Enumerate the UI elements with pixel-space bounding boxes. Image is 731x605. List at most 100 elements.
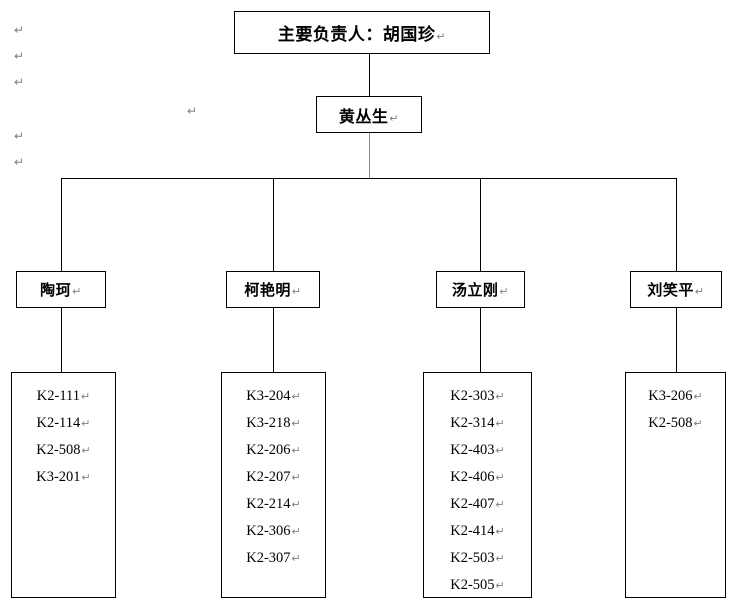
code-list-item-label: K2-505 xyxy=(450,577,495,593)
code-list-item-label: K2-508 xyxy=(648,415,693,431)
connector-manager-3-to-list-3 xyxy=(676,308,677,372)
connector-bus-to-manager-3 xyxy=(676,178,677,271)
connector-manager-1-to-list-1 xyxy=(273,308,274,372)
node-manager-3[interactable]: 刘笑平↵ xyxy=(630,271,722,308)
node-root[interactable]: 主要负责人：胡国珍↵ xyxy=(234,11,490,54)
code-list-item: K2-307↵ xyxy=(222,545,325,572)
return-mark-icon: ↵ xyxy=(81,445,91,457)
return-mark-icon: ↵ xyxy=(495,553,505,565)
node-manager-2-label: 汤立刚↵ xyxy=(451,283,510,299)
code-list-item: K2-403↵ xyxy=(424,437,531,464)
code-list-2[interactable]: K2-303↵K2-314↵K2-403↵K2-406↵K2-407↵K2-41… xyxy=(423,372,532,598)
code-list-item: K2-303↵ xyxy=(424,383,531,410)
node-deputy[interactable]: 黄丛生↵ xyxy=(316,96,422,133)
return-mark-icon: ↵ xyxy=(693,418,703,430)
return-mark-icon: ↵ xyxy=(495,445,505,457)
code-list-item: K2-207↵ xyxy=(222,464,325,491)
return-mark-icon: ↵ xyxy=(14,129,25,143)
code-list-item-label: K2-414 xyxy=(450,523,495,539)
return-mark-icon: ↵ xyxy=(436,31,447,43)
code-list-item-label: K2-407 xyxy=(450,496,495,512)
return-mark-icon: ↵ xyxy=(291,286,302,298)
return-mark-icon: ↵ xyxy=(495,580,505,592)
code-list-item-label: K2-306 xyxy=(246,523,291,539)
code-list-item: K3-204↵ xyxy=(222,383,325,410)
return-mark-icon: ↵ xyxy=(291,499,301,511)
code-list-item-label: K2-206 xyxy=(246,442,291,458)
code-list-item-label: K2-114 xyxy=(36,415,81,431)
code-list-item-label: K3-201 xyxy=(36,469,81,485)
connector-bus-to-manager-0 xyxy=(61,178,62,271)
return-mark-icon: ↵ xyxy=(81,418,91,430)
code-list-item: K2-414↵ xyxy=(424,518,531,545)
return-mark-icon: ↵ xyxy=(495,418,505,430)
node-manager-3-label: 刘笑平↵ xyxy=(647,283,705,299)
return-mark-icon: ↵ xyxy=(495,526,505,538)
return-mark-icon: ↵ xyxy=(291,472,301,484)
code-list-item: K2-306↵ xyxy=(222,518,325,545)
return-mark-icon: ↵ xyxy=(389,112,400,125)
return-mark-icon: ↵ xyxy=(14,49,25,63)
return-mark-icon: ↵ xyxy=(81,472,91,484)
code-list-item-label: K3-218 xyxy=(246,415,291,431)
return-mark-icon: ↵ xyxy=(495,499,505,511)
code-list-item-label: K3-206 xyxy=(648,388,693,404)
return-mark-icon: ↵ xyxy=(495,472,505,484)
code-list-item-label: K2-207 xyxy=(246,469,291,485)
code-list-item-label: K2-111 xyxy=(36,388,80,404)
connector-bus-to-manager-2 xyxy=(480,178,481,271)
node-root-label: 主要负责人：胡国珍↵ xyxy=(277,25,447,44)
return-mark-icon: ↵ xyxy=(72,286,82,298)
connector-horizontal-bus xyxy=(61,178,677,179)
node-manager-2[interactable]: 汤立刚↵ xyxy=(436,271,525,308)
code-list-item: K2-508↵ xyxy=(12,437,115,464)
code-list-item: K2-503↵ xyxy=(424,545,531,572)
code-list-item-label: K2-307 xyxy=(246,550,291,566)
connector-bus-to-manager-1 xyxy=(273,178,274,271)
return-mark-icon: ↵ xyxy=(694,286,705,298)
return-mark-icon: ↵ xyxy=(14,155,25,169)
code-list-0[interactable]: K2-111↵K2-114↵K2-508↵K3-201↵ xyxy=(11,372,116,598)
code-list-item: K3-206↵ xyxy=(626,383,725,410)
code-list-item: K2-407↵ xyxy=(424,491,531,518)
node-manager-0[interactable]: 陶珂↵ xyxy=(16,271,106,308)
code-list-item: K2-111↵ xyxy=(12,383,115,410)
code-list-3[interactable]: K3-206↵K2-508↵ xyxy=(625,372,726,598)
code-list-item-label: K2-303 xyxy=(450,388,495,404)
connector-deputy-to-bus xyxy=(369,133,370,178)
connector-manager-2-to-list-2 xyxy=(480,308,481,372)
code-list-item-label: K2-503 xyxy=(450,550,495,566)
node-manager-1-label: 柯艳明↵ xyxy=(244,283,302,299)
return-mark-icon: ↵ xyxy=(14,75,25,89)
code-list-item: K3-201↵ xyxy=(12,464,115,491)
code-list-item: K2-508↵ xyxy=(626,410,725,437)
code-list-item: K3-218↵ xyxy=(222,410,325,437)
code-list-item: K2-114↵ xyxy=(12,410,115,437)
return-mark-icon: ↵ xyxy=(499,286,510,298)
return-mark-icon: ↵ xyxy=(291,526,301,538)
return-mark-icon: ↵ xyxy=(693,391,703,403)
return-mark-icon: ↵ xyxy=(495,391,505,403)
code-list-item-label: K2-406 xyxy=(450,469,495,485)
code-list-item: K2-406↵ xyxy=(424,464,531,491)
return-mark-icon: ↵ xyxy=(291,391,301,403)
code-list-item: K2-214↵ xyxy=(222,491,325,518)
node-deputy-label: 黄丛生↵ xyxy=(338,108,400,126)
return-mark-icon: ↵ xyxy=(81,391,91,403)
code-list-item-label: K2-214 xyxy=(246,496,291,512)
return-mark-icon: ↵ xyxy=(187,104,198,118)
node-manager-1[interactable]: 柯艳明↵ xyxy=(226,271,320,308)
code-list-1[interactable]: K3-204↵K3-218↵K2-206↵K2-207↵K2-214↵K2-30… xyxy=(221,372,326,598)
code-list-item: K2-314↵ xyxy=(424,410,531,437)
code-list-item: K2-206↵ xyxy=(222,437,325,464)
return-mark-icon: ↵ xyxy=(291,553,301,565)
code-list-item-label: K2-508 xyxy=(36,442,81,458)
code-list-item-label: K2-403 xyxy=(450,442,495,458)
return-mark-icon: ↵ xyxy=(291,418,301,430)
node-manager-0-label: 陶珂↵ xyxy=(40,283,82,299)
code-list-item: K2-505↵ xyxy=(424,572,531,599)
code-list-item-label: K3-204 xyxy=(246,388,291,404)
connector-manager-0-to-list-0 xyxy=(61,308,62,372)
connector-root-to-deputy xyxy=(369,54,370,96)
